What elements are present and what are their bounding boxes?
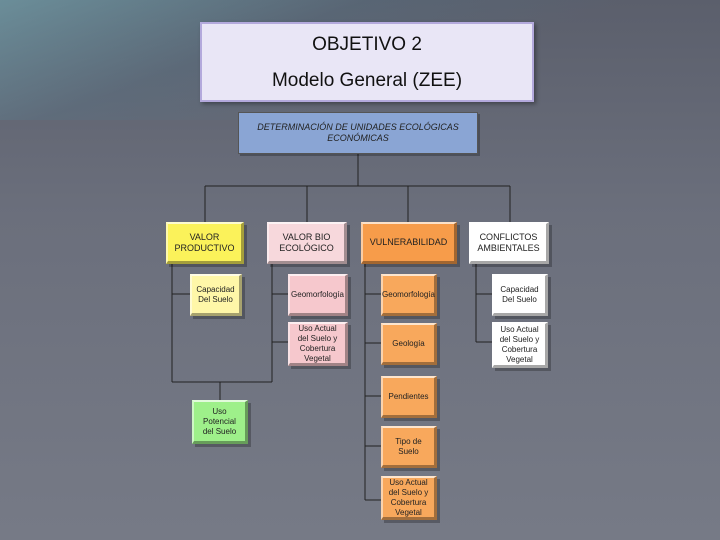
node-vu-pendientes: Pendientes	[381, 376, 437, 418]
node-vu-geologia-label: Geología	[392, 338, 425, 348]
root-node-label: DETERMINACIÓN DE UNIDADES ECOLÓGICAS ECO…	[257, 122, 459, 143]
title-box: OBJETIVO 2 Modelo General (ZEE)	[200, 22, 534, 102]
node-vb-uso-actual: Uso Actual del Suelo y Cobertura Vegetal	[288, 322, 348, 366]
node-vu-tipo-suelo: Tipo de Suelo	[381, 426, 437, 468]
node-vu-geomorfologia-label: Geomorfología	[382, 289, 435, 299]
node-conflictos-ambientales-label: CONFLICTOS AMBIENTALES	[477, 231, 540, 253]
node-ca-capacidad-suelo-label: Capacidad Del Suelo	[500, 284, 539, 304]
node-vu-tipo-suelo-label: Tipo de Suelo	[395, 436, 422, 456]
node-vulnerabilidad-label: VULNERABILIDAD	[369, 237, 448, 247]
node-valor-productivo: VALOR PRODUCTIVO	[166, 222, 244, 264]
node-vulnerabilidad: VULNERABILIDAD	[361, 222, 457, 264]
node-ca-capacidad-suelo: Capacidad Del Suelo	[492, 274, 548, 316]
node-vp-capacidad-suelo-label: Capacidad Del Suelo	[196, 284, 235, 304]
root-node: DETERMINACIÓN DE UNIDADES ECOLÓGICAS ECO…	[238, 112, 478, 154]
node-vp-uso-potencial-label: Uso Potencial del Suelo	[202, 406, 237, 436]
title-line-1: OBJETIVO 2	[312, 34, 422, 55]
node-vb-geomorfologia: Geomorfología	[288, 274, 348, 316]
node-vu-geologia: Geología	[381, 323, 437, 365]
node-vu-uso-actual-label: Uso Actual del Suelo y Cobertura Vegetal	[388, 477, 429, 517]
node-vu-pendientes-label: Pendientes	[388, 391, 429, 401]
node-valor-bio-ecologico-label: VALOR BIO ECOLÓGICO	[279, 231, 334, 253]
node-ca-uso-actual: Uso Actual del Suelo y Cobertura Vegetal	[492, 322, 548, 368]
node-vu-uso-actual: Uso Actual del Suelo y Cobertura Vegetal	[381, 476, 437, 520]
node-valor-bio-ecologico: VALOR BIO ECOLÓGICO	[267, 222, 347, 264]
node-vp-uso-potencial: Uso Potencial del Suelo	[192, 400, 248, 444]
node-vb-uso-actual-label: Uso Actual del Suelo y Cobertura Vegetal	[297, 323, 338, 363]
node-vu-geomorfologia: Geomorfología	[381, 274, 437, 316]
node-valor-productivo-label: VALOR PRODUCTIVO	[174, 231, 235, 253]
title-line-2: Modelo General (ZEE)	[271, 70, 463, 91]
node-vp-capacidad-suelo: Capacidad Del Suelo	[190, 274, 242, 316]
node-conflictos-ambientales: CONFLICTOS AMBIENTALES	[469, 222, 549, 264]
node-ca-uso-actual-label: Uso Actual del Suelo y Cobertura Vegetal	[499, 324, 540, 364]
node-vb-geomorfologia-label: Geomorfología	[291, 289, 344, 299]
